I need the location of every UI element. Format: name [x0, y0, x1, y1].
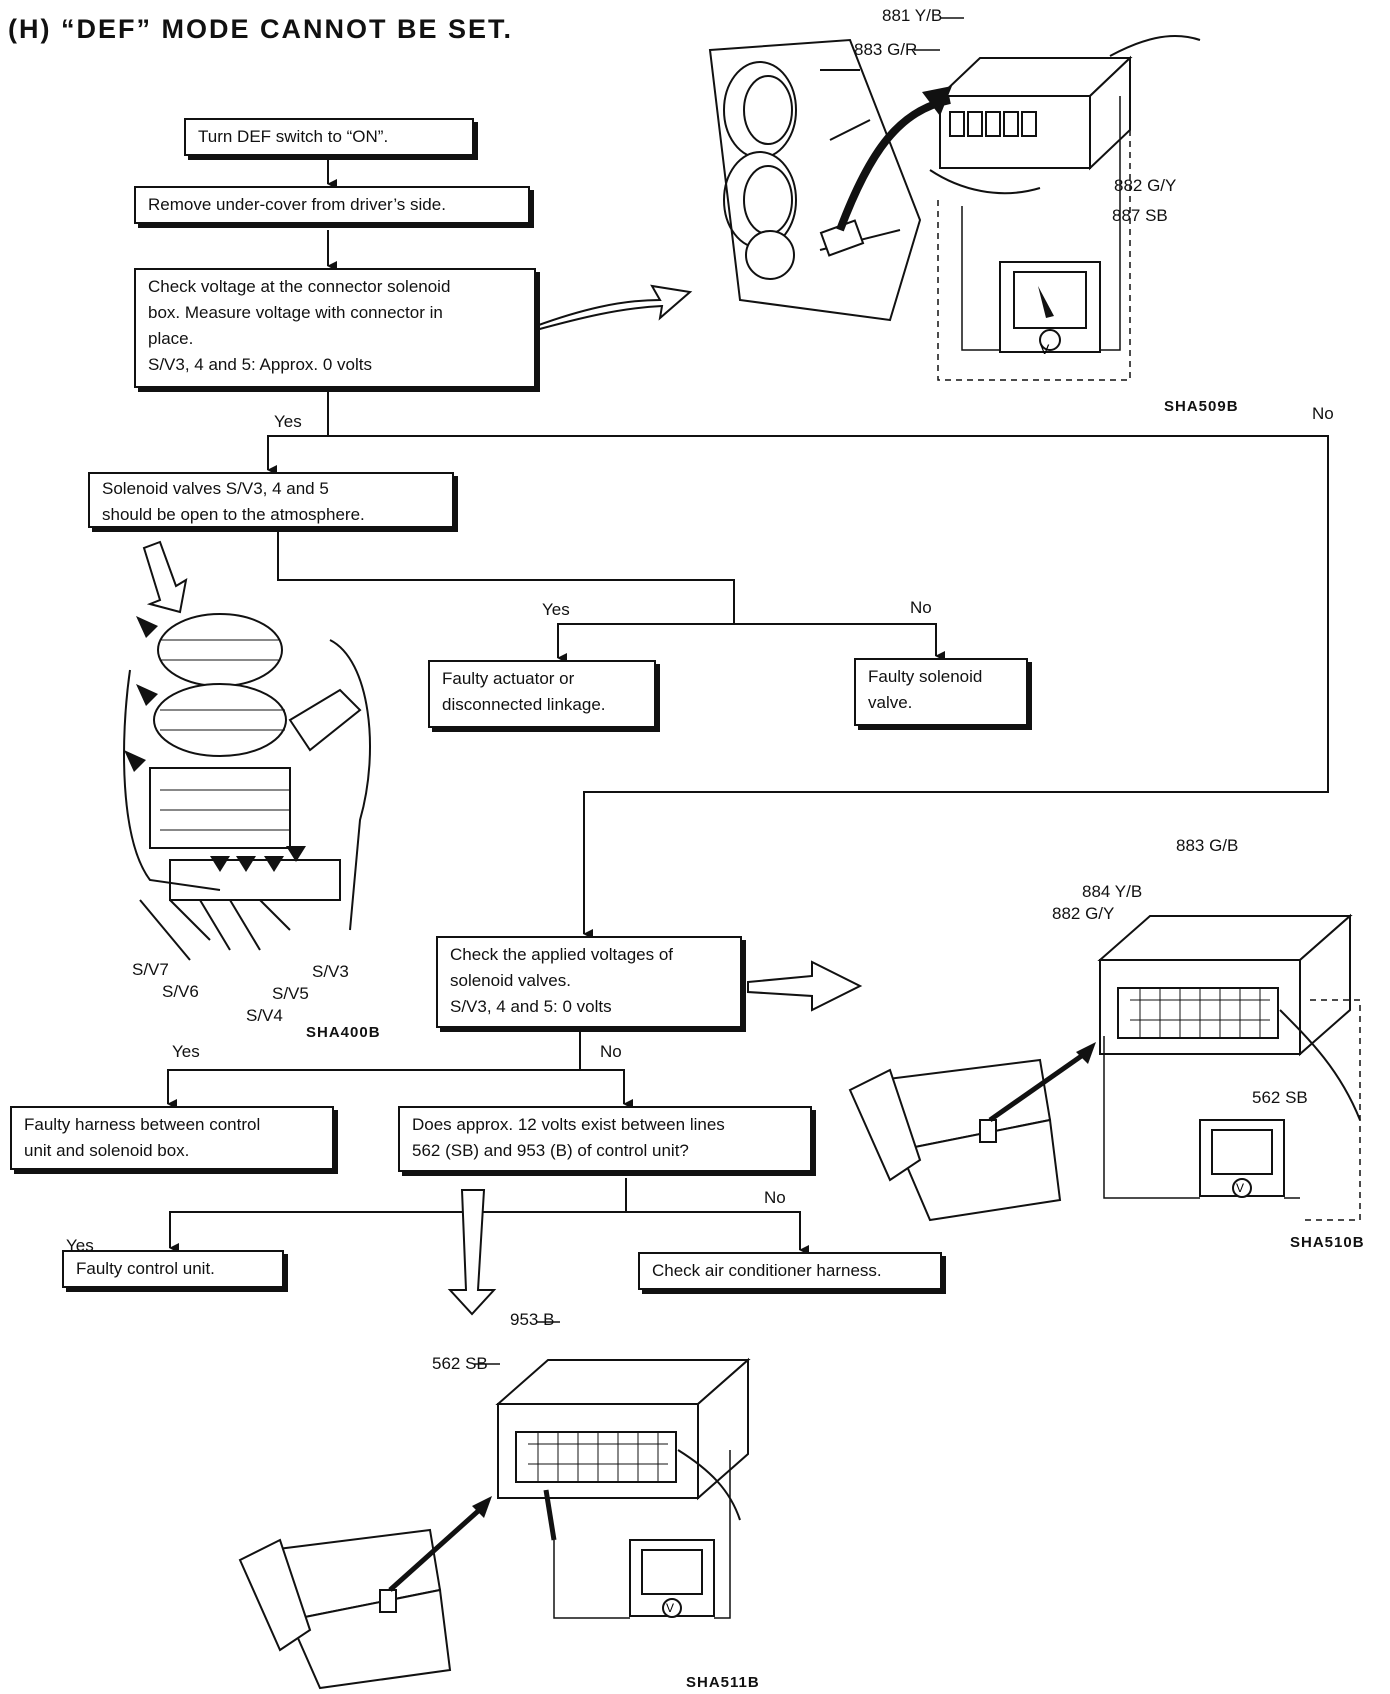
step-text: Check air conditioner harness.	[652, 1261, 882, 1280]
hollow-arrow-2	[142, 540, 188, 614]
step-solenoid-open: Solenoid valves S/V3, 4 and 5 should be …	[88, 472, 454, 528]
step-text: Faulty control unit.	[76, 1259, 215, 1278]
step-line: Faulty actuator or	[442, 669, 575, 688]
step-text: Remove under-cover from driver’s side.	[148, 195, 446, 214]
step-line: valve.	[868, 693, 913, 712]
hollow-arrow-4	[447, 1189, 497, 1316]
step-line: Check the applied voltages of	[450, 945, 674, 964]
wire-label-884: 884 Y/B	[1082, 882, 1143, 901]
step-line: Faulty solenoid	[868, 667, 983, 686]
branch-yes: Yes	[274, 412, 302, 431]
step-turn-def-on: Turn DEF switch to “ON”.	[184, 118, 474, 156]
step-line: Solenoid valves S/V3, 4 and 5	[102, 479, 329, 498]
step-remove-undercover: Remove under-cover from driver’s side.	[134, 186, 530, 224]
result-faulty-solenoid: Faulty solenoid valve.	[854, 658, 1028, 726]
wire-label-883: 883 G/B	[1176, 836, 1239, 855]
branch-yes: Yes	[66, 1236, 94, 1255]
step-line: Does approx. 12 volts exist between line…	[412, 1115, 725, 1134]
wire-label-881: 881 Y/B	[882, 6, 943, 25]
control-unit-connector-illustration-1: V	[848, 913, 1361, 1222]
wire-label-562: 562 SB	[1252, 1088, 1308, 1107]
valve-label-sv4: S/V4	[246, 1006, 283, 1025]
step-text: Turn DEF switch to “ON”.	[198, 127, 389, 146]
step-line: place.	[148, 329, 194, 348]
meter-symbol: V	[1236, 1181, 1244, 1195]
step-line: Check voltage at the connector solenoid	[148, 277, 451, 296]
result-check-ac-harness: Check air conditioner harness.	[638, 1252, 942, 1290]
step-line: S/V3, 4 and 5: Approx. 0 volts	[148, 355, 372, 374]
valve-label-sv5: S/V5	[272, 984, 309, 1003]
branch-no: No	[1312, 404, 1334, 423]
step-line: solenoid valves.	[450, 971, 571, 990]
wire-label-887: 887 SB	[1112, 206, 1168, 225]
result-faulty-control-unit: Faulty control unit.	[62, 1250, 284, 1288]
step-check-12-volts: Does approx. 12 volts exist between line…	[398, 1106, 812, 1172]
meter-symbol: V	[666, 1601, 674, 1615]
step-line: unit and solenoid box.	[24, 1141, 190, 1160]
result-faulty-harness: Faulty harness between control unit and …	[10, 1106, 334, 1170]
wire-label-562: 562 SB	[432, 1354, 488, 1373]
branch-no: No	[910, 598, 932, 617]
step-line: box. Measure voltage with connector in	[148, 303, 443, 322]
branch-no: No	[764, 1188, 786, 1207]
wire-label-882: 882 G/Y	[1052, 904, 1115, 923]
valve-label-sv7: S/V7	[132, 960, 169, 979]
page-title: (H) “DEF” MODE CANNOT BE SET.	[8, 14, 514, 44]
solenoid-valves-illustration	[123, 613, 371, 961]
figure-id: SHA400B	[306, 1024, 381, 1041]
hollow-arrow-3	[747, 960, 863, 1012]
step-line: S/V3, 4 and 5: 0 volts	[450, 997, 612, 1016]
step-check-voltage-connector: Check voltage at the connector solenoid …	[134, 268, 536, 388]
figure-id: SHA509B	[1164, 398, 1239, 415]
figure-id: SHA510B	[1290, 1234, 1365, 1251]
control-unit-connector-illustration-2: V	[238, 1321, 751, 1690]
step-line: should be open to the atmosphere.	[102, 505, 365, 524]
result-faulty-actuator: Faulty actuator or disconnected linkage.	[428, 660, 656, 728]
hollow-arrow-1	[535, 284, 693, 332]
step-line: Faulty harness between control	[24, 1115, 261, 1134]
step-line: disconnected linkage.	[442, 695, 606, 714]
valve-label-sv6: S/V6	[162, 982, 199, 1001]
branch-no: No	[600, 1042, 622, 1061]
step-check-applied-voltages: Check the applied voltages of solenoid v…	[436, 936, 742, 1028]
step-line: 562 (SB) and 953 (B) of control unit?	[412, 1141, 689, 1160]
branch-yes: Yes	[172, 1042, 200, 1061]
solenoid-connector-illustration: V	[708, 17, 1201, 381]
wire-label-883: 883 G/R	[854, 40, 918, 59]
meter-symbol: V	[1040, 341, 1050, 357]
branch-yes: Yes	[542, 600, 570, 619]
valve-label-sv3: S/V3	[312, 962, 349, 981]
wire-label-953: 953 B	[510, 1310, 555, 1329]
figure-id: SHA511B	[686, 1674, 760, 1691]
wire-label-882: 882 G/Y	[1114, 176, 1177, 195]
